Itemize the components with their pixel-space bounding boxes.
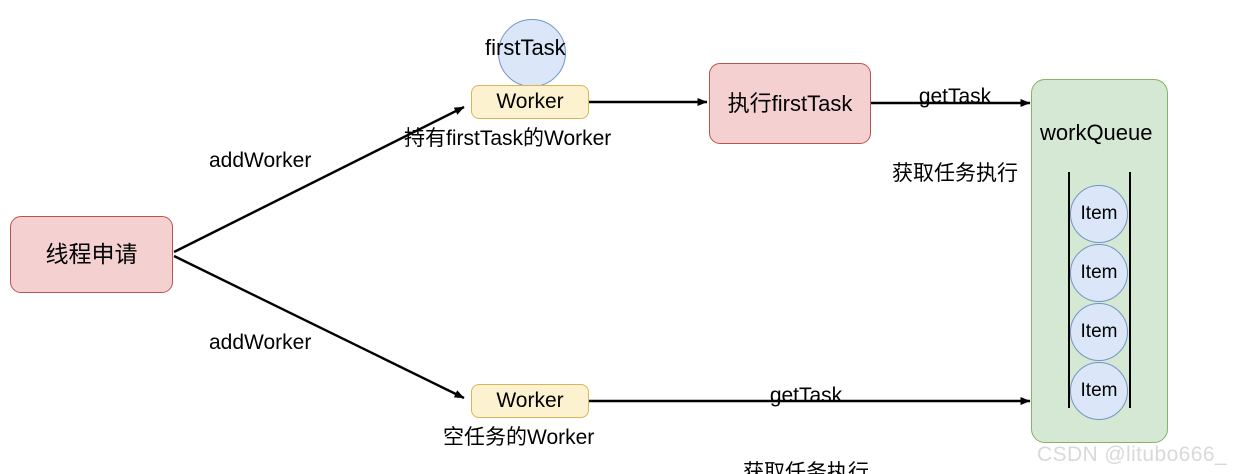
edge-label-get-task-bottom-line2: 获取任务执行 (743, 461, 869, 474)
edge-label-get-task-top: getTask 获取任务执行 (892, 33, 1018, 238)
queue-rail-right (1129, 172, 1131, 408)
caption-worker-empty: 空任务的Worker (443, 426, 595, 449)
node-worker-empty[interactable]: Worker (471, 384, 589, 418)
queue-item-2-label: Item (1080, 321, 1118, 343)
queue-item-0-label: Item (1080, 203, 1118, 225)
edge-add-worker-bottom (173, 254, 465, 400)
queue-item-2[interactable]: Item (1070, 303, 1128, 361)
queue-item-1-label: Item (1080, 262, 1118, 284)
node-thread-request[interactable]: 线程申请 (10, 216, 173, 293)
queue-rail-left (1068, 172, 1070, 408)
node-exec-first-task-label: 执行firstTask (727, 90, 853, 116)
edge-label-get-task-bottom-line1: getTask (769, 384, 843, 408)
edge-label-add-worker-bottom: addWorker (209, 331, 312, 354)
watermark: CSDN @litubo666_ (1037, 443, 1227, 466)
queue-item-1[interactable]: Item (1070, 244, 1128, 302)
edge-label-get-task-bottom: getTask 获取任务执行 (723, 332, 889, 474)
node-exec-first-task[interactable]: 执行firstTask (709, 63, 871, 144)
queue-item-3-label: Item (1080, 380, 1118, 402)
node-work-queue-label: workQueue (1040, 120, 1153, 145)
node-first-task[interactable] (498, 19, 566, 87)
node-first-task-label: firstTask (485, 35, 566, 60)
caption-worker-with-task: 持有firstTask的Worker (404, 127, 612, 150)
node-worker-empty-label: Worker (496, 388, 564, 412)
node-thread-request-label: 线程申请 (45, 241, 138, 268)
edge-label-get-task-top-line2: 获取任务执行 (892, 162, 1018, 186)
edge-label-add-worker-top: addWorker (209, 149, 312, 172)
node-worker-with-task-label: Worker (496, 89, 564, 113)
edge-label-get-task-top-line1: getTask (918, 85, 992, 109)
queue-item-3[interactable]: Item (1070, 362, 1128, 420)
queue-item-0[interactable]: Item (1070, 185, 1128, 243)
node-worker-with-task[interactable]: Worker (471, 85, 589, 119)
